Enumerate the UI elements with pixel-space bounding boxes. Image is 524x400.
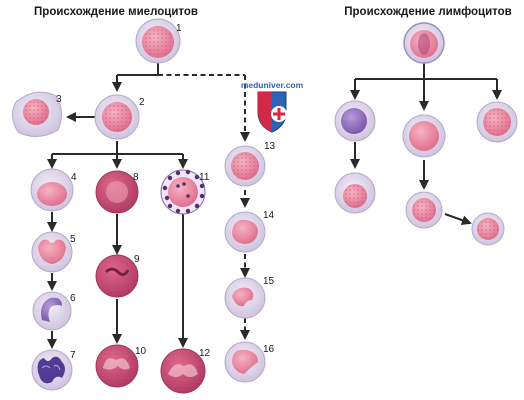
left-section-title: Происхождение миелоцитов: [34, 6, 198, 18]
cell-11-basophilic-myelocyte: [160, 169, 206, 215]
lymph-cell-middle-top: [402, 114, 446, 158]
watermark-shield-icon: [257, 91, 287, 133]
myelocyte-connectors: [47, 59, 250, 349]
label-3: 3: [56, 94, 62, 105]
label-10: 10: [135, 346, 147, 357]
cell-3: [12, 91, 62, 137]
watermark-text: meduniver.com: [241, 80, 304, 90]
label-2: 2: [139, 97, 145, 108]
label-9: 9: [134, 254, 140, 265]
cell-5-metamyelocyte: [31, 231, 73, 273]
cell-16-monocyte: [224, 341, 266, 383]
cell-6-band-neutrophil: [32, 291, 72, 331]
cell-4-neutrophilic-myelocyte: [30, 168, 74, 212]
label-4: 4: [71, 172, 77, 183]
label-16: 16: [263, 344, 275, 355]
lymphocyte-connectors: [350, 63, 502, 225]
cell-1-myeloblast: [135, 18, 181, 64]
lymphoblast-cell: [403, 22, 445, 64]
cell-13-monoblast: [224, 145, 266, 187]
cell-10-eosinophil: [95, 344, 139, 388]
cell-9-eosinophilic-metamyelocyte: [95, 254, 139, 298]
label-5: 5: [70, 234, 76, 245]
label-14: 14: [263, 210, 275, 221]
cell-15-monocyte: [224, 277, 266, 319]
lymph-cell-small: [471, 212, 505, 246]
label-6: 6: [70, 293, 76, 304]
label-13: 13: [264, 141, 276, 152]
label-15: 15: [263, 276, 275, 287]
label-11: 11: [199, 172, 210, 183]
lymph-cell-right-top: [476, 101, 518, 143]
lymph-cell-left-bottom: [334, 172, 376, 214]
label-8: 8: [133, 172, 139, 183]
lymph-cell-left-top: [334, 100, 376, 142]
cell-7-segmented-neutrophil: [31, 349, 73, 391]
cell-8-eosinophilic-myelocyte: [95, 170, 139, 214]
cell-12-basophil: [160, 348, 206, 394]
label-1: 1: [176, 23, 182, 34]
lymph-cell-middle-bottom: [405, 191, 443, 229]
label-12: 12: [199, 348, 211, 359]
label-7: 7: [70, 350, 76, 361]
cell-14-promonocyte: [224, 211, 266, 253]
right-section-title: Происхождение лимфоцитов: [344, 6, 511, 18]
cell-2-promyelocyte: [94, 94, 140, 140]
